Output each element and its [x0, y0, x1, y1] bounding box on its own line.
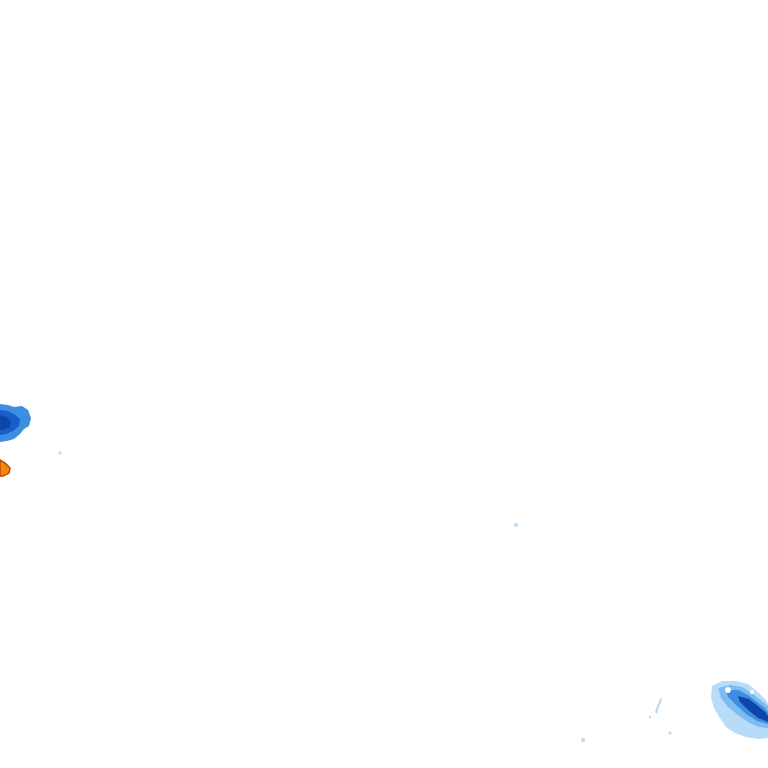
- west-intense-cell: [0, 459, 11, 477]
- speckle: [581, 738, 585, 742]
- southeast-gap: [750, 690, 754, 694]
- speckle-streak: [655, 697, 662, 714]
- southeast-precipitation-cell: [711, 681, 768, 739]
- speckle: [668, 731, 672, 735]
- speckle: [648, 715, 652, 719]
- speckle: [58, 451, 62, 455]
- scattered-speckles: [58, 451, 672, 742]
- west-cell-core: [0, 415, 11, 430]
- southeast-gap: [725, 687, 731, 693]
- west-precipitation-cell: [0, 404, 31, 442]
- southeast-cell-core: [738, 696, 768, 722]
- speckle: [514, 523, 518, 527]
